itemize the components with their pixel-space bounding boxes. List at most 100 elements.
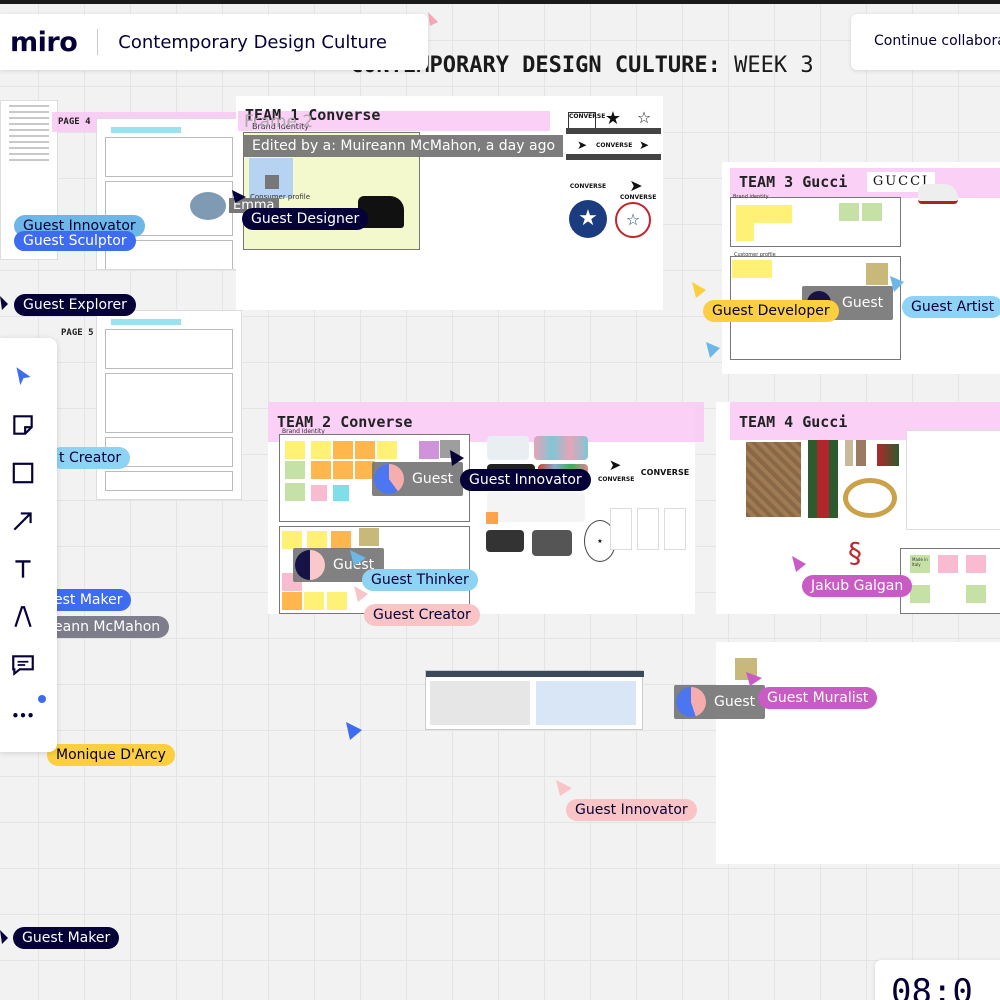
team4-sticky[interactable] xyxy=(966,585,986,603)
edited-by-caption: Edited by a: Muireann McMahon, a day ago xyxy=(244,135,564,157)
connection-line-tool[interactable] xyxy=(8,506,38,536)
team2-sticky[interactable] xyxy=(282,592,302,610)
team2-sticky[interactable] xyxy=(327,592,347,610)
team3-sticky[interactable] xyxy=(752,260,772,278)
team4-sticky[interactable] xyxy=(966,555,986,573)
converse-year-strip-1 xyxy=(566,128,661,134)
converse-wordmark: CONVERSE xyxy=(640,468,690,477)
sticky-note-tool[interactable] xyxy=(8,410,38,440)
converse-logo-3: CONVERSE xyxy=(596,142,633,149)
team2-sticky[interactable] xyxy=(331,531,351,549)
team2-sticky[interactable] xyxy=(355,441,375,459)
team2-sticky[interactable] xyxy=(359,528,379,546)
pen-tool[interactable] xyxy=(8,602,38,632)
gucci-monogram-pattern xyxy=(746,442,801,517)
team2-sticky[interactable] xyxy=(285,461,305,479)
team2-sticky[interactable] xyxy=(440,440,460,458)
text-icon xyxy=(15,560,31,578)
converse-doc-thumb xyxy=(637,508,659,550)
guest-box: Guest xyxy=(372,462,464,496)
page5-document[interactable] xyxy=(96,310,242,500)
cursor-arrow xyxy=(556,780,572,796)
team4-sticky[interactable] xyxy=(910,585,930,603)
comment-tool[interactable] xyxy=(8,650,38,680)
team4-title: TEAM 4 Gucci xyxy=(739,413,848,431)
team3-sticky[interactable] xyxy=(862,203,882,221)
cursor-arrow xyxy=(692,282,706,298)
team2-sticky[interactable] xyxy=(311,441,331,459)
team3-customer-profile-label: Customer profile xyxy=(734,252,776,258)
board-header: miro Contemporary Design Culture xyxy=(0,14,428,70)
team2-sticky[interactable] xyxy=(311,485,327,501)
team2-sticky[interactable] xyxy=(304,592,324,610)
converse-chevron-1: ➤ xyxy=(576,138,588,152)
gucci-snake-icon: § xyxy=(848,536,862,569)
cursor-arrow xyxy=(0,930,8,944)
converse-logo-5: ➤ xyxy=(629,176,643,195)
cursor-arrow xyxy=(428,12,438,26)
team3-sticky[interactable] xyxy=(736,205,754,241)
collaborator-label: Guest Innovator xyxy=(566,799,697,821)
collaborator-label: Guest Designer xyxy=(242,208,369,230)
team2-sticky[interactable] xyxy=(307,531,327,549)
shape-tool[interactable] xyxy=(8,458,38,488)
guest-box-label: Guest xyxy=(412,471,454,487)
pen-icon xyxy=(14,606,32,628)
collaborator-label: Guest Artist xyxy=(902,296,1000,318)
converse-shoe-image xyxy=(534,436,588,460)
board-name[interactable]: Contemporary Design Culture xyxy=(118,31,387,53)
more-icon xyxy=(13,713,33,718)
team2-sticky[interactable] xyxy=(355,461,375,479)
timer-widget[interactable]: 08:0 xyxy=(875,960,1000,1000)
converse-logo-7: CONVERSE xyxy=(598,476,635,483)
collaborator-label: Guest Muralist xyxy=(758,687,878,709)
team2-sticky[interactable] xyxy=(419,441,439,459)
more-tools-button[interactable] xyxy=(8,698,38,728)
team3-sticky[interactable] xyxy=(732,260,752,278)
continue-collaborating-button[interactable]: Continue collabora xyxy=(851,14,1000,70)
team3-sticky[interactable] xyxy=(866,263,888,285)
team2-sticky[interactable] xyxy=(377,441,397,459)
team2-sticky[interactable] xyxy=(282,531,302,549)
collaborator-label: Jakub Galgan xyxy=(802,575,913,597)
team4-sticky[interactable] xyxy=(938,555,958,573)
gucci-swatch xyxy=(845,440,853,466)
team2-sticky[interactable] xyxy=(285,483,305,501)
team3-sticky[interactable] xyxy=(772,205,792,223)
collaborator-label: est Maker xyxy=(45,589,132,611)
miro-logo[interactable]: miro xyxy=(10,26,78,58)
team1-band xyxy=(238,111,550,131)
empty-frame[interactable] xyxy=(716,642,1000,864)
header-divider xyxy=(97,29,99,55)
team1-title: TEAM 1 Converse xyxy=(245,106,381,124)
empty-frame-sticky[interactable] xyxy=(735,658,757,680)
team2-sticky[interactable] xyxy=(311,461,331,479)
guest-avatar xyxy=(295,550,325,580)
collaborator-label: Monique D'Arcy xyxy=(47,744,175,766)
collaborator-label: Guest Creator xyxy=(364,604,480,626)
converse-logo-6: CONVERSE xyxy=(620,194,657,201)
team3-title: TEAM 3 Gucci xyxy=(739,173,848,191)
gucci-swatch xyxy=(856,440,866,466)
team2-sticky[interactable] xyxy=(333,485,349,501)
converse-star-1: ★ xyxy=(604,108,622,129)
team2-sticky[interactable] xyxy=(333,441,353,459)
select-tool[interactable] xyxy=(8,362,38,392)
team2-sticky[interactable] xyxy=(285,441,305,459)
screenshot-thumbnail[interactable] xyxy=(425,670,644,730)
gucci-web-stripe xyxy=(808,440,838,518)
collaborator-label: Guest Explorer xyxy=(14,294,136,316)
converse-shoe-image xyxy=(486,530,524,552)
consumer-profile-label: Consumer profile xyxy=(250,193,311,201)
text-tool[interactable] xyxy=(8,554,38,584)
team2-sticky[interactable] xyxy=(333,461,353,479)
team3-sticky[interactable] xyxy=(839,203,859,221)
emma-avatar xyxy=(190,192,226,220)
team3-sticky[interactable] xyxy=(754,205,774,223)
guest-avatar xyxy=(374,464,404,494)
guest-avatar xyxy=(676,687,706,717)
collaborator-label: Guest Thinker xyxy=(362,569,478,591)
converse-swatch xyxy=(486,512,498,524)
page4-label: PAGE 4 xyxy=(58,117,91,127)
team4-sticky[interactable]: Made in Italy xyxy=(910,555,930,573)
